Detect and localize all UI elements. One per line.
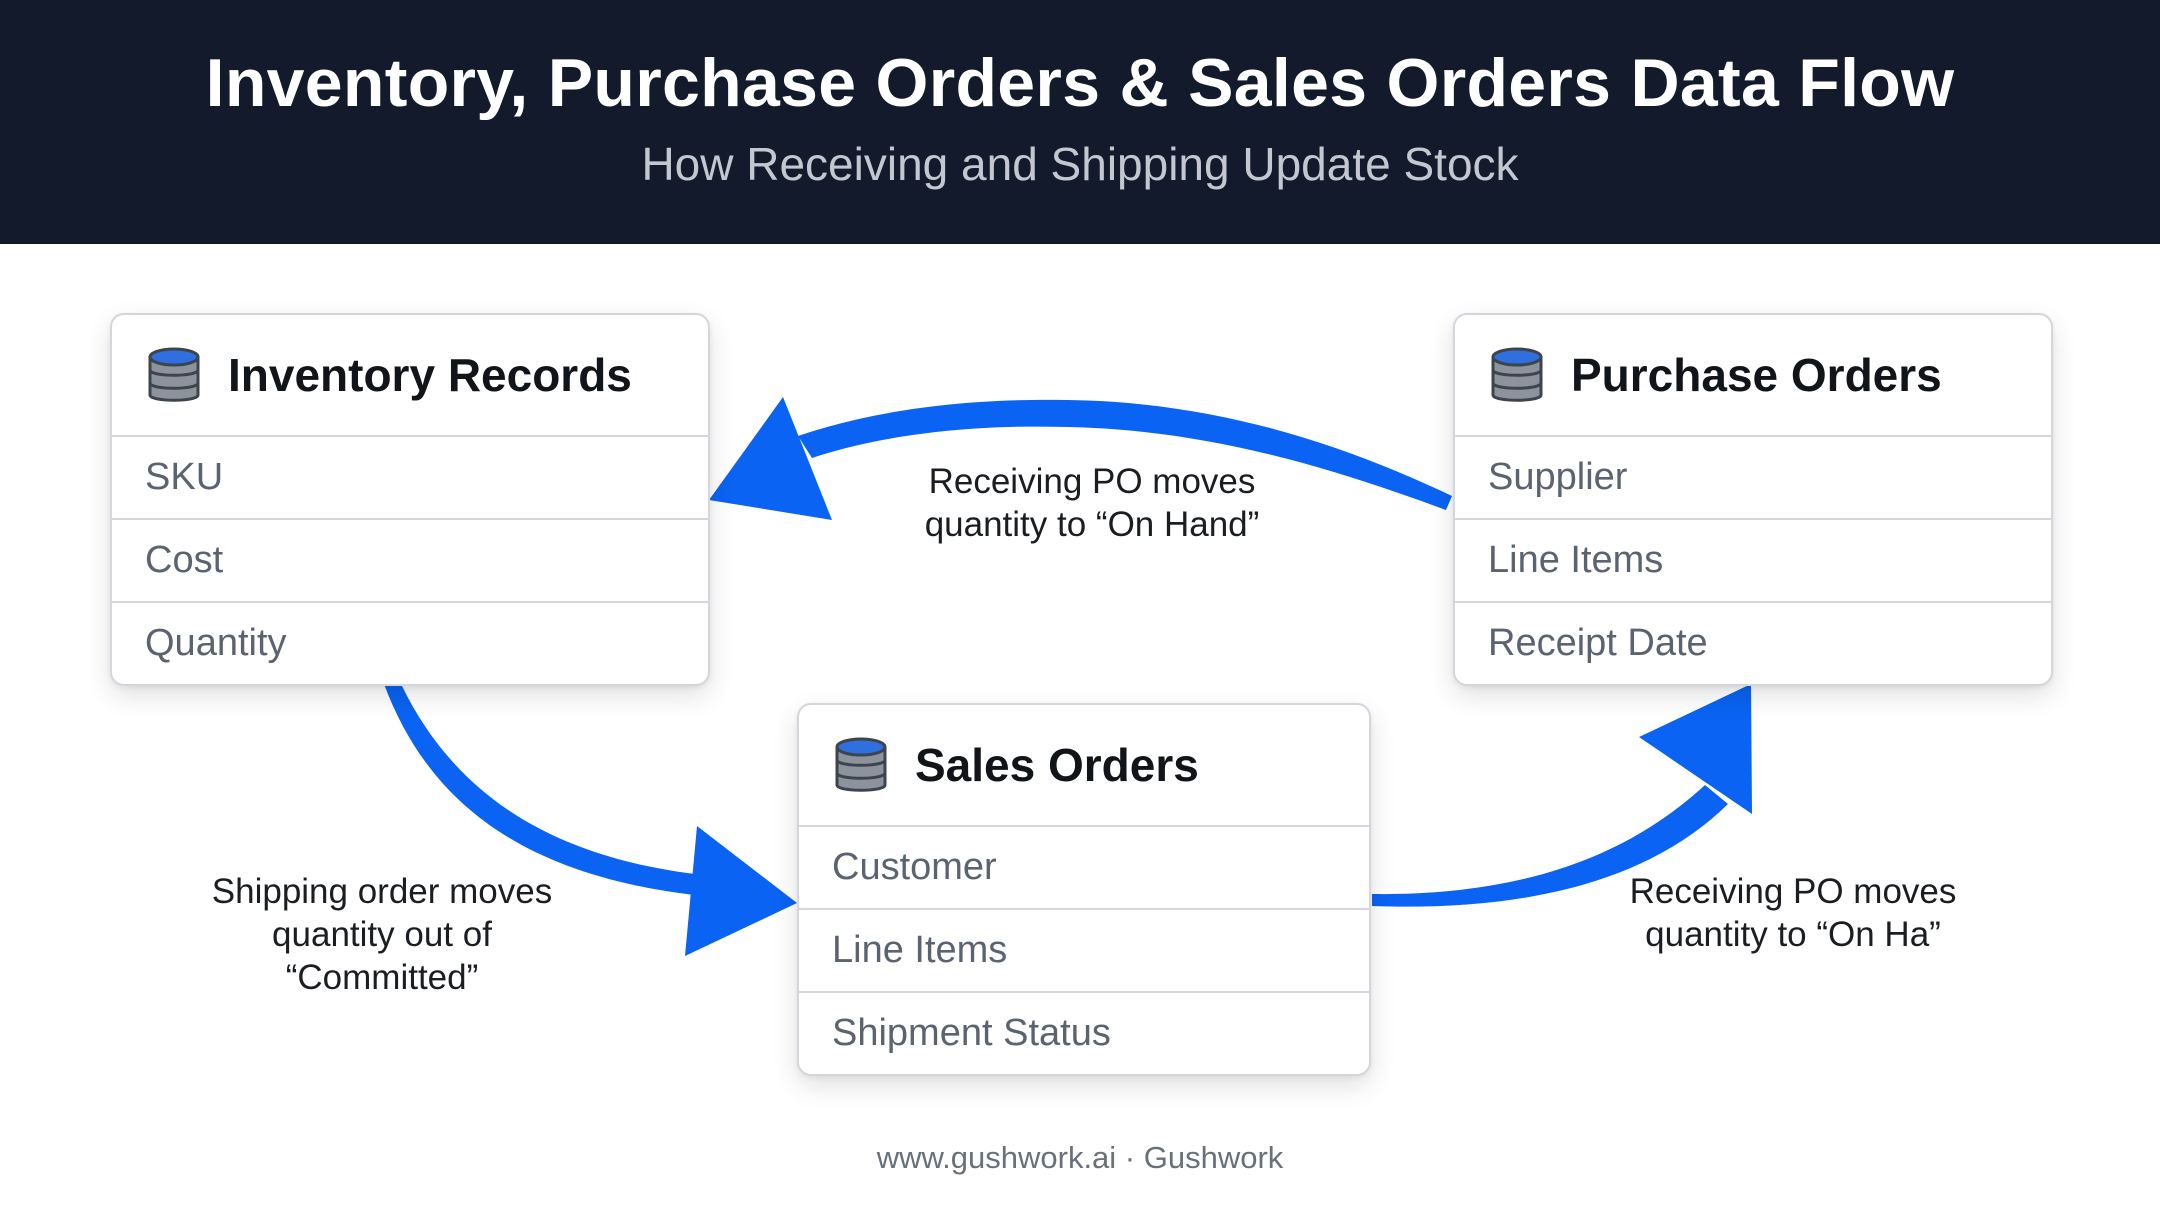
field-cost: Cost [112,520,708,603]
flow-label-line: quantity to “On Ha” [1645,915,1941,954]
flow-label-line: Shipping order moves [211,872,553,911]
flow-label-sales-to-po: Receiving PO moves quantity to “On Ha” [1563,870,2023,956]
flow-label-line: Receiving PO moves [928,462,1256,501]
flow-label-line: Receiving PO moves [1629,872,1957,911]
field-line-items: Line Items [799,910,1369,993]
page-title: Inventory, Purchase Orders & Sales Order… [205,45,1955,121]
field-sku: SKU [112,437,708,520]
arrow-sales-to-po [1372,785,1728,907]
inventory-records-title: Inventory Records [228,349,632,401]
field-line-items: Line Items [1455,520,2051,603]
inventory-records-header: Inventory Records [112,315,708,437]
arrow-sales-to-po-head [1639,684,1752,814]
arrow-inventory-to-sales [384,684,703,896]
inventory-records-card: Inventory Records SKU Cost Quantity [110,313,710,686]
database-icon [148,347,200,402]
flow-label-line: quantity to “On Hand” [924,505,1260,544]
database-icon [1491,347,1543,402]
purchase-orders-header: Purchase Orders [1455,315,2051,437]
database-icon [835,737,887,792]
field-quantity: Quantity [145,622,287,664]
arrow-inventory-to-sales-head [685,826,797,956]
field-customer: Customer [799,827,1369,910]
footer-credit: www.gushwork.ai · Gushwork [876,1140,1284,1175]
flow-label-line: “Committed” [285,958,479,997]
purchase-orders-card: Purchase Orders Supplier Line Items Rece… [1453,313,2053,686]
sales-orders-title: Sales Orders [915,739,1199,791]
arrow-po-to-inventory [798,399,1452,510]
sales-orders-card: Sales Orders Customer Line Items Shipmen… [797,703,1371,1076]
field-supplier: Supplier [1455,437,2051,520]
flow-label-inventory-to-sales: Shipping order moves quantity out of “Co… [152,870,612,999]
field-receipt-date: Receipt Date [1488,622,1708,664]
sales-orders-header: Sales Orders [799,705,1369,827]
flow-label-po-to-inventory: Receiving PO moves quantity to “On Hand” [842,460,1342,546]
header-banner: Inventory, Purchase Orders & Sales Order… [0,0,2160,244]
arrow-po-to-inventory-head [709,397,832,520]
flow-label-line: quantity out of [272,915,492,954]
page-subtitle: How Receiving and Shipping Update Stock [641,138,1519,190]
purchase-orders-title: Purchase Orders [1571,349,1942,401]
field-shipment-status: Shipment Status [832,1012,1111,1054]
